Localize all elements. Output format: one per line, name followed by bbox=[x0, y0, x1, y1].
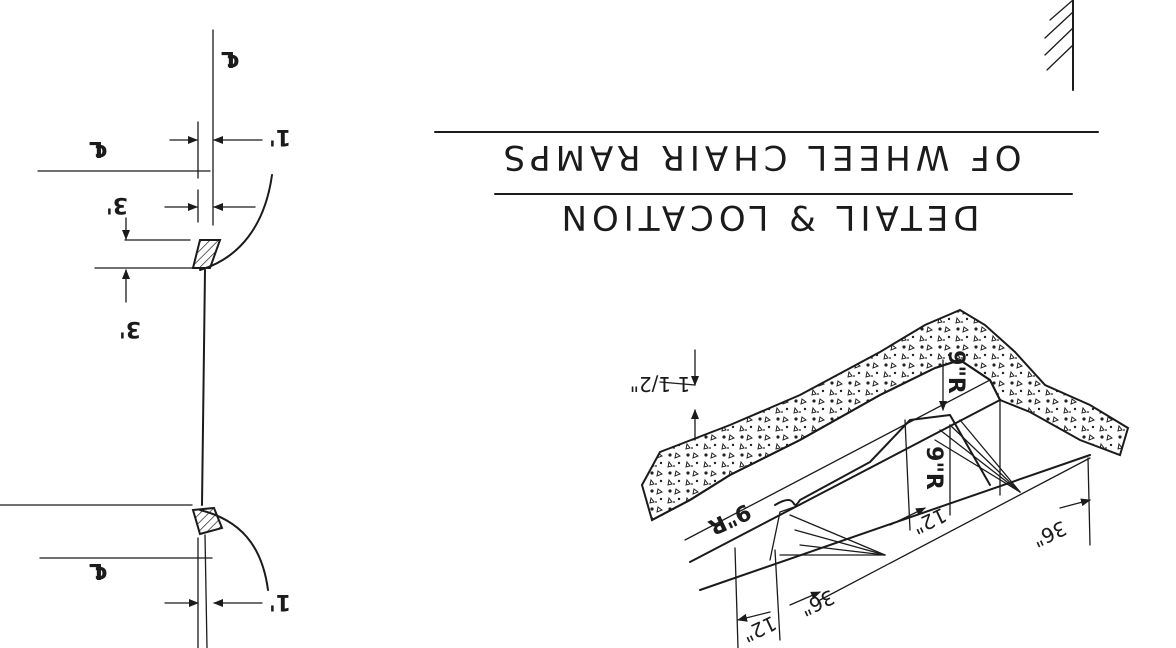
dim-12in-center: 12" bbox=[909, 503, 951, 539]
dim-9r-top: 9"R bbox=[943, 350, 968, 394]
dim-36in-bottom: 36" bbox=[797, 585, 839, 621]
curb-corner-upper bbox=[191, 239, 222, 269]
centerline-mark-mid: ℄ bbox=[88, 136, 108, 161]
dim-36in-right: 36" bbox=[1029, 516, 1071, 552]
curb-corner-lower bbox=[191, 506, 224, 536]
ramp-cut bbox=[774, 414, 991, 506]
centerline-mark-bottom: ℄ bbox=[88, 558, 108, 583]
dim-9r-middle: 9"R bbox=[921, 446, 946, 490]
dim-12in-bottom: 12" bbox=[739, 611, 781, 647]
wall-hatch bbox=[1044, 0, 1074, 91]
centerline-vertical-bottom bbox=[204, 534, 208, 648]
curb-line bbox=[201, 269, 206, 506]
plan-view: ℄ ℄ ℄ 1' 3' 3' 1' bbox=[0, 29, 291, 648]
title-block: OF WHEEL CHAIR RAMPS DETAIL ⅋ LOCATION bbox=[434, 131, 1099, 237]
ramp-wing-upper bbox=[199, 174, 273, 271]
title-line-2: OF WHEEL CHAIR RAMPS bbox=[499, 137, 1022, 177]
title-line-1: DETAIL ⅋ LOCATION bbox=[557, 197, 980, 237]
dim-1-half-inch: 1 1/2" bbox=[630, 372, 690, 396]
gutter-line-1 bbox=[689, 399, 1001, 563]
centerline-mark-top: ℄ bbox=[220, 46, 240, 71]
dim-1ft-bottom: 1' bbox=[269, 589, 291, 614]
ramp-fan-lines bbox=[779, 419, 1021, 556]
dim-3ft-mid: 3' bbox=[119, 316, 141, 341]
isometric-view: 1 1/2" 9"R 9"R 9"R 12" 36" 12" 36" bbox=[630, 308, 1130, 648]
dim-3ft-top: 3' bbox=[106, 192, 128, 217]
dim-1ft-top: 1' bbox=[269, 124, 291, 149]
curb-face bbox=[651, 359, 1001, 521]
sidewalk-slab bbox=[640, 308, 1130, 522]
